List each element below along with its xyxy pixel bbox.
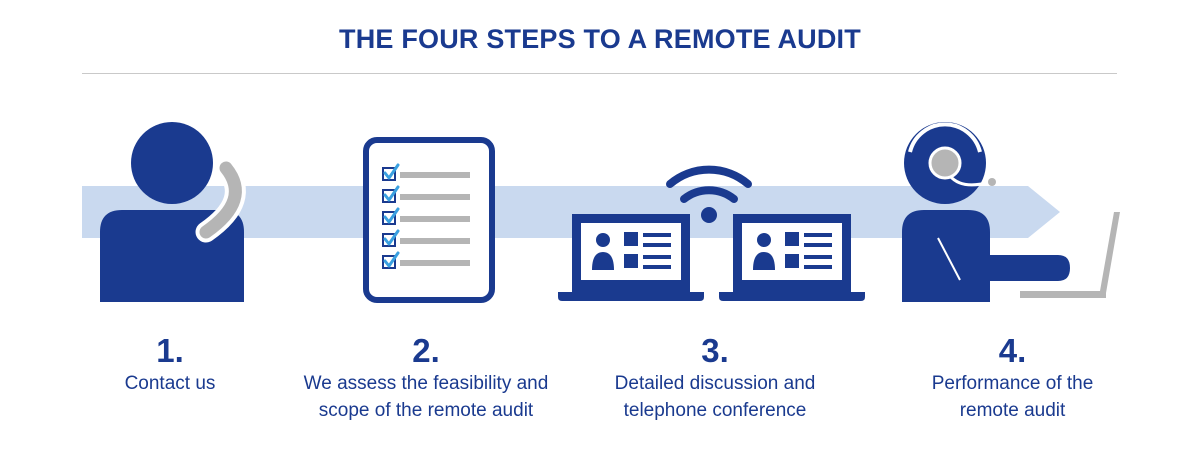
step-description-line2: telephone conference (623, 400, 807, 421)
video-conference-icon (558, 165, 865, 301)
step-number: 4. (998, 332, 1027, 369)
title-divider (82, 73, 1117, 74)
person-phone-icon (100, 122, 246, 302)
step-4: 4. Performance of the remote audit (890, 332, 1135, 424)
step-description-line1: Detailed discussion and (614, 373, 816, 394)
step-1: 1. Contact us (70, 332, 270, 397)
step-description-line2: remote audit (959, 400, 1066, 421)
step-description-line1: We assess the feasibility and (303, 373, 549, 394)
step-number: 3. (701, 332, 729, 369)
step-number: 1. (156, 332, 184, 369)
headset-laptop-icon (902, 122, 1120, 302)
step-3: 3. Detailed discussion and telephone con… (575, 332, 855, 424)
step-description-line2: scope of the remote audit (318, 400, 534, 421)
step-number: 2. (412, 332, 440, 369)
step-description-line1: Performance of the (931, 373, 1094, 394)
diagram-title: THE FOUR STEPS TO A REMOTE AUDIT (339, 24, 861, 54)
checklist-icon (363, 137, 495, 303)
step-description-line1: Contact us (124, 373, 216, 394)
step-2: 2. We assess the feasibility and scope o… (276, 332, 576, 424)
